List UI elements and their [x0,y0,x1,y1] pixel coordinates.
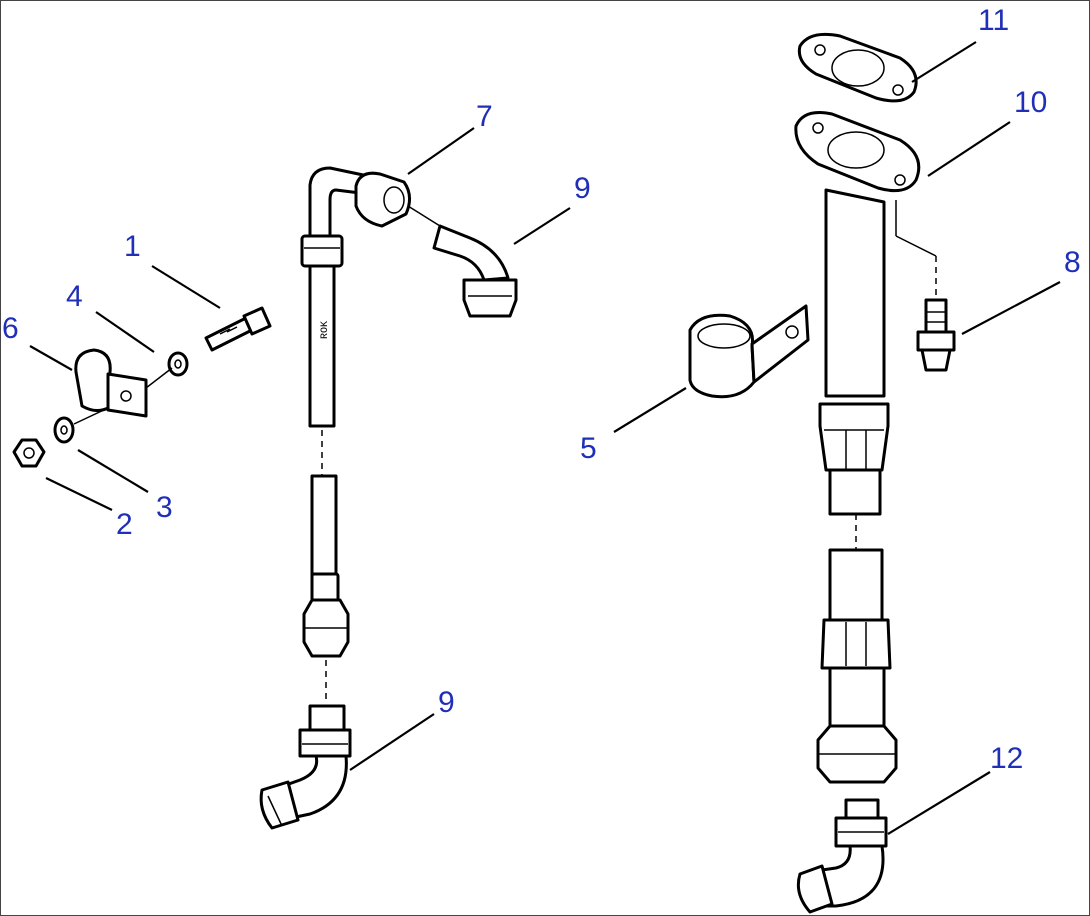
bolt-part-8 [895,200,956,372]
callout-9-lower: 9 [438,686,455,719]
callout-3: 3 [156,491,173,524]
callout-2: 2 [116,508,133,541]
elbow-part-9-lower [259,660,352,830]
hose-part-7: ROK [300,166,411,658]
callout-9-upper: 9 [574,172,591,205]
elbow-part-9-upper [407,205,518,318]
clamp-part-6 [74,348,148,418]
callout-10: 10 [1014,86,1047,119]
svg-text:ROK: ROK [320,321,331,339]
callout-12: 12 [990,742,1023,775]
callout-1: 1 [124,230,141,263]
clamp-part-5 [688,304,810,399]
washer-part-4 [167,351,189,377]
leader-lines [29,41,1061,835]
callout-7: 7 [476,100,493,133]
callout-6: 6 [2,312,19,345]
nut-part-2 [12,438,46,468]
gasket-part-11 [797,32,918,103]
callout-5: 5 [580,432,597,465]
elbow-part-12 [796,798,888,914]
flange-part-10 [794,111,921,398]
callout-8: 8 [1064,246,1081,279]
pipe-fitting-right [816,402,898,784]
callout-4: 4 [66,280,83,313]
bolt-part-1 [204,306,272,352]
washer-part-3 [53,416,75,444]
callout-11: 11 [978,4,1009,37]
